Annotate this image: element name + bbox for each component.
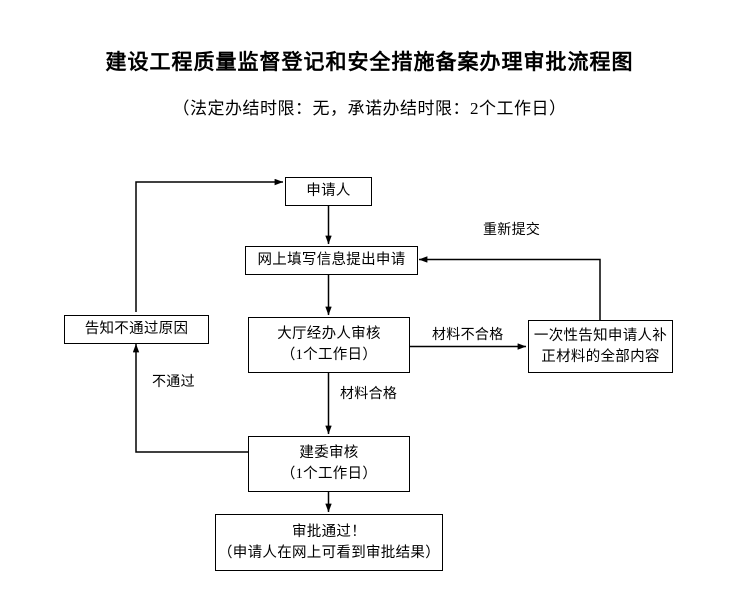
node-online-submit[interactable]: 网上填写信息提出申请 (245, 246, 418, 275)
node-hall-review-line-0: 大厅经办人审核 (277, 326, 381, 342)
node-applicant[interactable]: 申请人 (285, 177, 372, 206)
edge-label-not-passed: 不通过 (152, 375, 195, 390)
node-approved-line-0: 审批通过！ (292, 523, 366, 540)
node-one-time-notice-line-0: 一次性告知申请人补 (533, 327, 668, 344)
node-one-time-notice[interactable]: 一次性告知申请人补 正材料的全部内容 (528, 320, 673, 373)
node-applicant-line-0: 申请人 (306, 183, 351, 199)
node-committee-review-line-1: （1个工作日） (280, 466, 378, 482)
node-notify-reject-reason-line-0: 告知不通过原因 (84, 321, 189, 337)
edge-label-resubmit: 重新提交 (483, 223, 541, 238)
node-hall-review[interactable]: 大厅经办人审核 （1个工作日） (248, 317, 410, 373)
node-approved-line-1: （申请人在网上可看到审批结果） (218, 544, 440, 561)
node-committee-review-line-0: 建委审核 (299, 445, 359, 461)
edge-committee-to-notify (132, 343, 248, 453)
page-subtitle: （法定办结时限：无，承诺办结时限：2个工作日） (172, 99, 567, 118)
node-online-submit-line-0: 网上填写信息提出申请 (257, 252, 406, 268)
edge-notice-to-online (418, 256, 601, 320)
node-hall-review-line-1: （1个工作日） (280, 347, 378, 363)
edge-label-material-qualified: 材料合格 (340, 387, 398, 402)
node-committee-review[interactable]: 建委审核 （1个工作日） (248, 436, 410, 492)
node-one-time-notice-line-1: 正材料的全部内容 (541, 348, 660, 365)
page-title: 建设工程质量监督登记和安全措施备案办理审批流程图 (105, 50, 634, 74)
edge-label-material-unqualified: 材料不合格 (432, 328, 504, 343)
node-approved[interactable]: 审批通过！ （申请人在网上可看到审批结果） (215, 514, 443, 571)
node-notify-reject-reason[interactable]: 告知不通过原因 (64, 315, 209, 344)
edge-notify-to-applicant (135, 178, 284, 312)
